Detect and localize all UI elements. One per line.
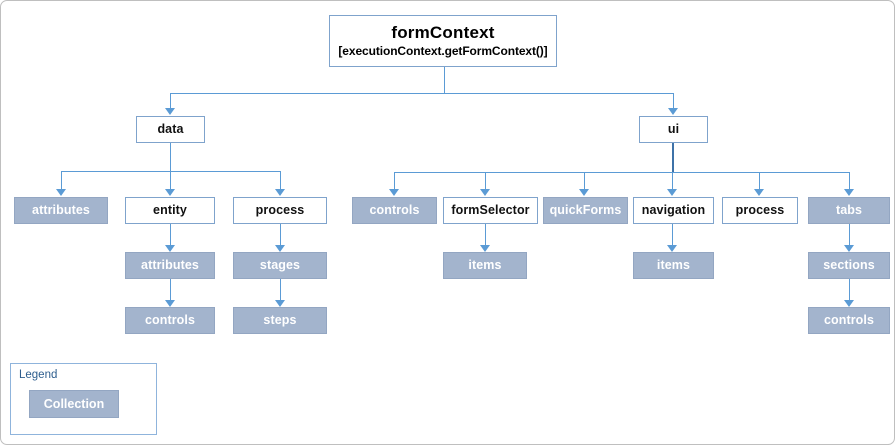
node-process-stages-label: stages <box>259 258 301 273</box>
arrowhead-ui-to-formselector <box>480 189 490 196</box>
node-data-attributes[interactable]: attributes <box>14 197 108 224</box>
node-quickforms-label: quickForms <box>549 203 622 218</box>
connector-ui-to-process <box>759 172 760 190</box>
legend-title: Legend <box>19 369 58 381</box>
node-tabs-sections[interactable]: sections <box>808 252 890 279</box>
node-formselector-label: formSelector <box>451 203 530 218</box>
node-tabs-sections-label: sections <box>823 258 875 273</box>
node-data-process[interactable]: process <box>233 197 327 224</box>
connector-data-to-attributes <box>61 171 62 190</box>
arrowhead-ui-to-process <box>754 189 764 196</box>
node-entity-attributes-label: attributes <box>141 258 199 273</box>
node-formcontext-title: formContext <box>391 22 495 42</box>
node-entity-controls-label: controls <box>144 313 196 328</box>
arrowhead-root-to-data <box>165 108 175 115</box>
node-process-steps-label: steps <box>263 313 297 328</box>
node-ui-controls[interactable]: controls <box>352 197 437 224</box>
node-data-label: data <box>157 122 184 137</box>
connector-ui-to-formselector <box>485 172 486 190</box>
connector-root-to-ui <box>673 93 674 109</box>
node-formselector-items-label: items <box>468 258 502 273</box>
arrowhead-data-to-attributes <box>56 189 66 196</box>
node-quickforms[interactable]: quickForms <box>543 197 628 224</box>
node-formselector[interactable]: formSelector <box>443 197 538 224</box>
node-navigation[interactable]: navigation <box>633 197 714 224</box>
connector-root-to-data <box>170 93 171 109</box>
arrowhead-ui-to-quickforms <box>579 189 589 196</box>
arrowhead-ui-to-controls <box>389 189 399 196</box>
connector-root-bus <box>170 93 674 94</box>
legend-box: Legend Collection <box>10 363 157 435</box>
arrowhead-entityattributes-to-controls <box>165 300 175 307</box>
node-ui-label: ui <box>667 122 680 137</box>
connector-navigation-to-items <box>672 224 673 246</box>
node-entity-controls[interactable]: controls <box>125 307 215 334</box>
arrowhead-data-to-entity <box>165 189 175 196</box>
connector-entity-to-attributes <box>170 224 171 246</box>
arrowhead-tabs-to-sections <box>844 245 854 252</box>
connector-entityattributes-to-controls <box>170 279 171 301</box>
node-ui[interactable]: ui <box>639 116 708 143</box>
node-data-process-label: process <box>255 203 305 218</box>
connector-root-stem <box>444 67 445 93</box>
arrowhead-formselector-to-items <box>480 245 490 252</box>
node-process-steps[interactable]: steps <box>233 307 327 334</box>
connector-sections-to-controls <box>849 279 850 301</box>
arrowhead-process-to-stages <box>275 245 285 252</box>
legend-collection-swatch: Collection <box>29 390 119 418</box>
connector-tabs-to-sections <box>849 224 850 246</box>
node-formcontext-subtitle: [executionContext.getFormContext()] <box>338 44 548 59</box>
node-formcontext[interactable]: formContext [executionContext.getFormCon… <box>329 15 557 67</box>
node-navigation-label: navigation <box>641 203 706 218</box>
node-tabs[interactable]: tabs <box>808 197 890 224</box>
arrowhead-entity-to-attributes <box>165 245 175 252</box>
connector-ui-to-navigation <box>672 172 673 190</box>
arrowhead-ui-to-navigation <box>667 189 677 196</box>
node-ui-controls-label: controls <box>369 203 420 218</box>
node-ui-process[interactable]: process <box>722 197 798 224</box>
arrowhead-ui-to-tabs <box>844 189 854 196</box>
connector-data-to-process <box>280 171 281 190</box>
connector-ui-to-tabs <box>849 172 850 190</box>
node-formselector-items[interactable]: items <box>443 252 527 279</box>
connector-formselector-to-items <box>485 224 486 246</box>
node-data-attributes-label: attributes <box>32 203 90 218</box>
node-navigation-items-label: items <box>656 258 691 273</box>
node-entity-label: entity <box>153 203 187 218</box>
arrowhead-data-to-process <box>275 189 285 196</box>
node-tabs-label: tabs <box>835 203 863 218</box>
node-sections-controls-label: controls <box>823 313 875 328</box>
connector-data-to-entity <box>170 171 171 190</box>
arrowhead-sections-to-controls <box>844 300 854 307</box>
connector-ui-to-quickforms <box>584 172 585 190</box>
connector-ui-stem <box>672 143 674 172</box>
node-navigation-items[interactable]: items <box>633 252 714 279</box>
connector-ui-bus <box>394 172 850 173</box>
legend-collection-label: Collection <box>43 397 105 411</box>
arrowhead-stages-to-steps <box>275 300 285 307</box>
node-process-stages[interactable]: stages <box>233 252 327 279</box>
node-ui-process-label: process <box>735 203 785 218</box>
connector-process-to-stages <box>280 224 281 246</box>
connector-ui-to-controls <box>394 172 395 190</box>
node-sections-controls[interactable]: controls <box>808 307 890 334</box>
connector-stages-to-steps <box>280 279 281 301</box>
node-entity[interactable]: entity <box>125 197 215 224</box>
node-data[interactable]: data <box>136 116 205 143</box>
node-entity-attributes[interactable]: attributes <box>125 252 215 279</box>
arrowhead-navigation-to-items <box>667 245 677 252</box>
connector-data-stem <box>170 143 171 171</box>
arrowhead-root-to-ui <box>668 108 678 115</box>
